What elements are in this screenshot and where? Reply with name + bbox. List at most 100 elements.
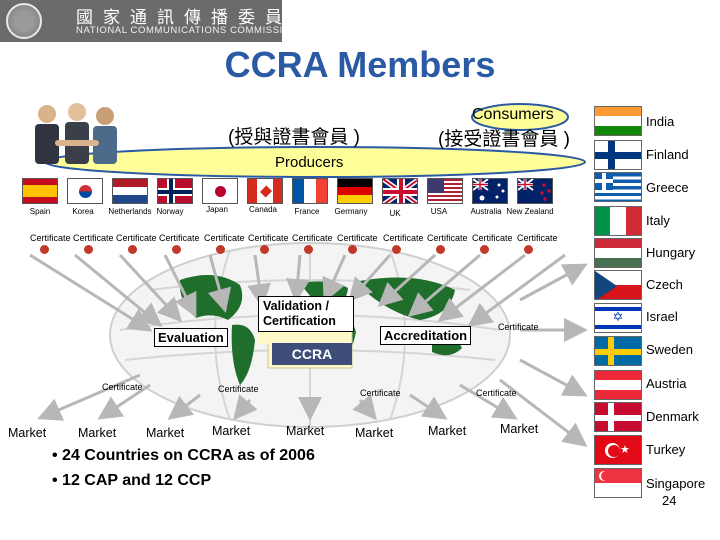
flag-greece bbox=[594, 172, 642, 202]
handshake-people-icon bbox=[35, 103, 117, 164]
consumer-label-hungary: Hungary bbox=[646, 245, 696, 260]
accreditation-label: Accreditation bbox=[380, 326, 472, 345]
producer-label-netherlands: Netherlands bbox=[108, 207, 152, 216]
producer-label-canada: Canada bbox=[248, 205, 278, 214]
certificate-6: Certificate bbox=[248, 233, 289, 243]
org-name-en: NATIONAL COMMUNICATIONS COMMISSION bbox=[76, 25, 282, 36]
flag-turkey: ★ bbox=[594, 435, 642, 465]
certificate-lower-1: Certificate bbox=[102, 382, 143, 392]
consumers-ellipse bbox=[471, 103, 569, 131]
flag-italy bbox=[594, 206, 642, 236]
ccra-label: CCRA bbox=[272, 343, 352, 365]
certificate-9: Certificate bbox=[383, 233, 424, 243]
flag-australia bbox=[472, 178, 508, 204]
flag-austria bbox=[594, 370, 642, 400]
cert-seal-icon bbox=[436, 245, 445, 254]
flag-germany bbox=[337, 178, 373, 204]
consumer-label-sweden: Sweden bbox=[646, 342, 693, 357]
flag-singapore bbox=[594, 468, 642, 498]
consumer-label-czech: Czech bbox=[646, 277, 683, 292]
market-label: Market bbox=[8, 426, 47, 440]
producer-label-france: France bbox=[294, 207, 320, 216]
cert-seal-icon bbox=[480, 245, 489, 254]
consumer-label-denmark: Denmark bbox=[646, 409, 699, 424]
consumer-label-italy: Italy bbox=[646, 213, 670, 228]
consumer-label-finland: Finland bbox=[646, 147, 689, 162]
consumer-label-turkey: Turkey bbox=[646, 442, 686, 457]
producer-label-spain: Spain bbox=[29, 207, 51, 216]
flag-netherlands bbox=[112, 178, 148, 204]
producer-label-usa: USA bbox=[430, 207, 448, 216]
market-label: Market bbox=[428, 424, 467, 438]
market-label: Market bbox=[286, 424, 325, 438]
consumers-zh-label: (接受證書會員 ) bbox=[438, 129, 570, 150]
flag-czech bbox=[594, 270, 642, 300]
page-title: CCRA Members bbox=[224, 44, 496, 85]
cert-seal-icon bbox=[128, 245, 137, 254]
certificate-4: Certificate bbox=[159, 233, 200, 243]
cert-seal-icon bbox=[524, 245, 533, 254]
producer-label-japan: Japan bbox=[206, 205, 228, 214]
producer-label-uk: UK bbox=[389, 209, 401, 218]
consumer-label-israel: Israel bbox=[646, 309, 678, 324]
bullet-cap-ccp: • 12 CAP and 12 CCP bbox=[52, 472, 212, 489]
certificate-8: Certificate bbox=[337, 233, 378, 243]
producer-label-new-zealand: New Zealand bbox=[506, 207, 554, 216]
certificate-10: Certificate bbox=[427, 233, 468, 243]
certificate-2: Certificate bbox=[73, 233, 114, 243]
certificate-lower-4: Certificate bbox=[476, 388, 517, 398]
flag-india bbox=[594, 106, 642, 136]
certificate-12: Certificate bbox=[517, 233, 558, 243]
header-banner: 國家通訊傳播委員會 NATIONAL COMMUNICATIONS COMMIS… bbox=[0, 0, 282, 42]
flag-canada bbox=[247, 178, 283, 204]
cert-seal-icon bbox=[260, 245, 269, 254]
flag-korea bbox=[67, 178, 103, 204]
producer-label-germany: Germany bbox=[334, 207, 368, 216]
flag-norway bbox=[157, 178, 193, 204]
validation-certification-label: Validation / Certification bbox=[258, 296, 354, 332]
flag-france bbox=[292, 178, 328, 204]
cert-seal-icon bbox=[172, 245, 181, 254]
certificate-consumer: Certificate bbox=[498, 322, 539, 332]
evaluation-label: Evaluation bbox=[154, 328, 228, 347]
market-label: Market bbox=[212, 424, 251, 438]
cert-seal-icon bbox=[216, 245, 225, 254]
market-label: Market bbox=[78, 426, 117, 440]
certificate-5: Certificate bbox=[204, 233, 245, 243]
market-label: Market bbox=[146, 426, 185, 440]
bullet-countries: • 24 Countries on CCRA as of 2006 bbox=[52, 447, 315, 464]
producers-zh-label: (授與證書會員 ) bbox=[228, 127, 360, 148]
certificate-lower-2: Certificate bbox=[218, 384, 259, 394]
producer-label-korea: Korea bbox=[72, 207, 94, 216]
consumer-label-austria: Austria bbox=[646, 376, 687, 391]
market-label: Market bbox=[500, 422, 539, 436]
certificate-arrows bbox=[29, 253, 588, 447]
cert-seal-icon bbox=[40, 245, 49, 254]
flag-sweden bbox=[594, 336, 642, 366]
flag-finland bbox=[594, 140, 642, 170]
producer-label-norway: Norway bbox=[156, 207, 184, 216]
consumer-label-india: India bbox=[646, 114, 675, 129]
certificate-3: Certificate bbox=[116, 233, 157, 243]
flag-spain bbox=[22, 178, 58, 204]
cert-seal-icon bbox=[392, 245, 401, 254]
cert-seal-icon bbox=[84, 245, 93, 254]
certificate-7: Certificate bbox=[292, 233, 333, 243]
consumers-label: Consumers bbox=[472, 106, 554, 123]
flag-usa bbox=[427, 178, 463, 204]
consumer-label-singapore: Singapore bbox=[646, 476, 706, 491]
cert-seal-icon bbox=[304, 245, 313, 254]
market-label: Market bbox=[355, 426, 394, 440]
producer-label-australia: Australia bbox=[470, 207, 502, 216]
flag-new-zealand bbox=[517, 178, 553, 204]
org-name-zh: 國家通訊傳播委員會 bbox=[76, 8, 282, 28]
certificate-11: Certificate bbox=[472, 233, 513, 243]
flag-japan bbox=[202, 178, 238, 204]
page-number: 24 bbox=[662, 493, 677, 508]
flag-israel: ✡ bbox=[594, 303, 642, 333]
certificate-lower-3: Certificate bbox=[360, 388, 401, 398]
flag-uk bbox=[382, 178, 418, 204]
consumer-label-greece: Greece bbox=[646, 180, 689, 195]
certificate-1: Certificate bbox=[30, 233, 71, 243]
ncc-seal-logo bbox=[6, 3, 42, 39]
